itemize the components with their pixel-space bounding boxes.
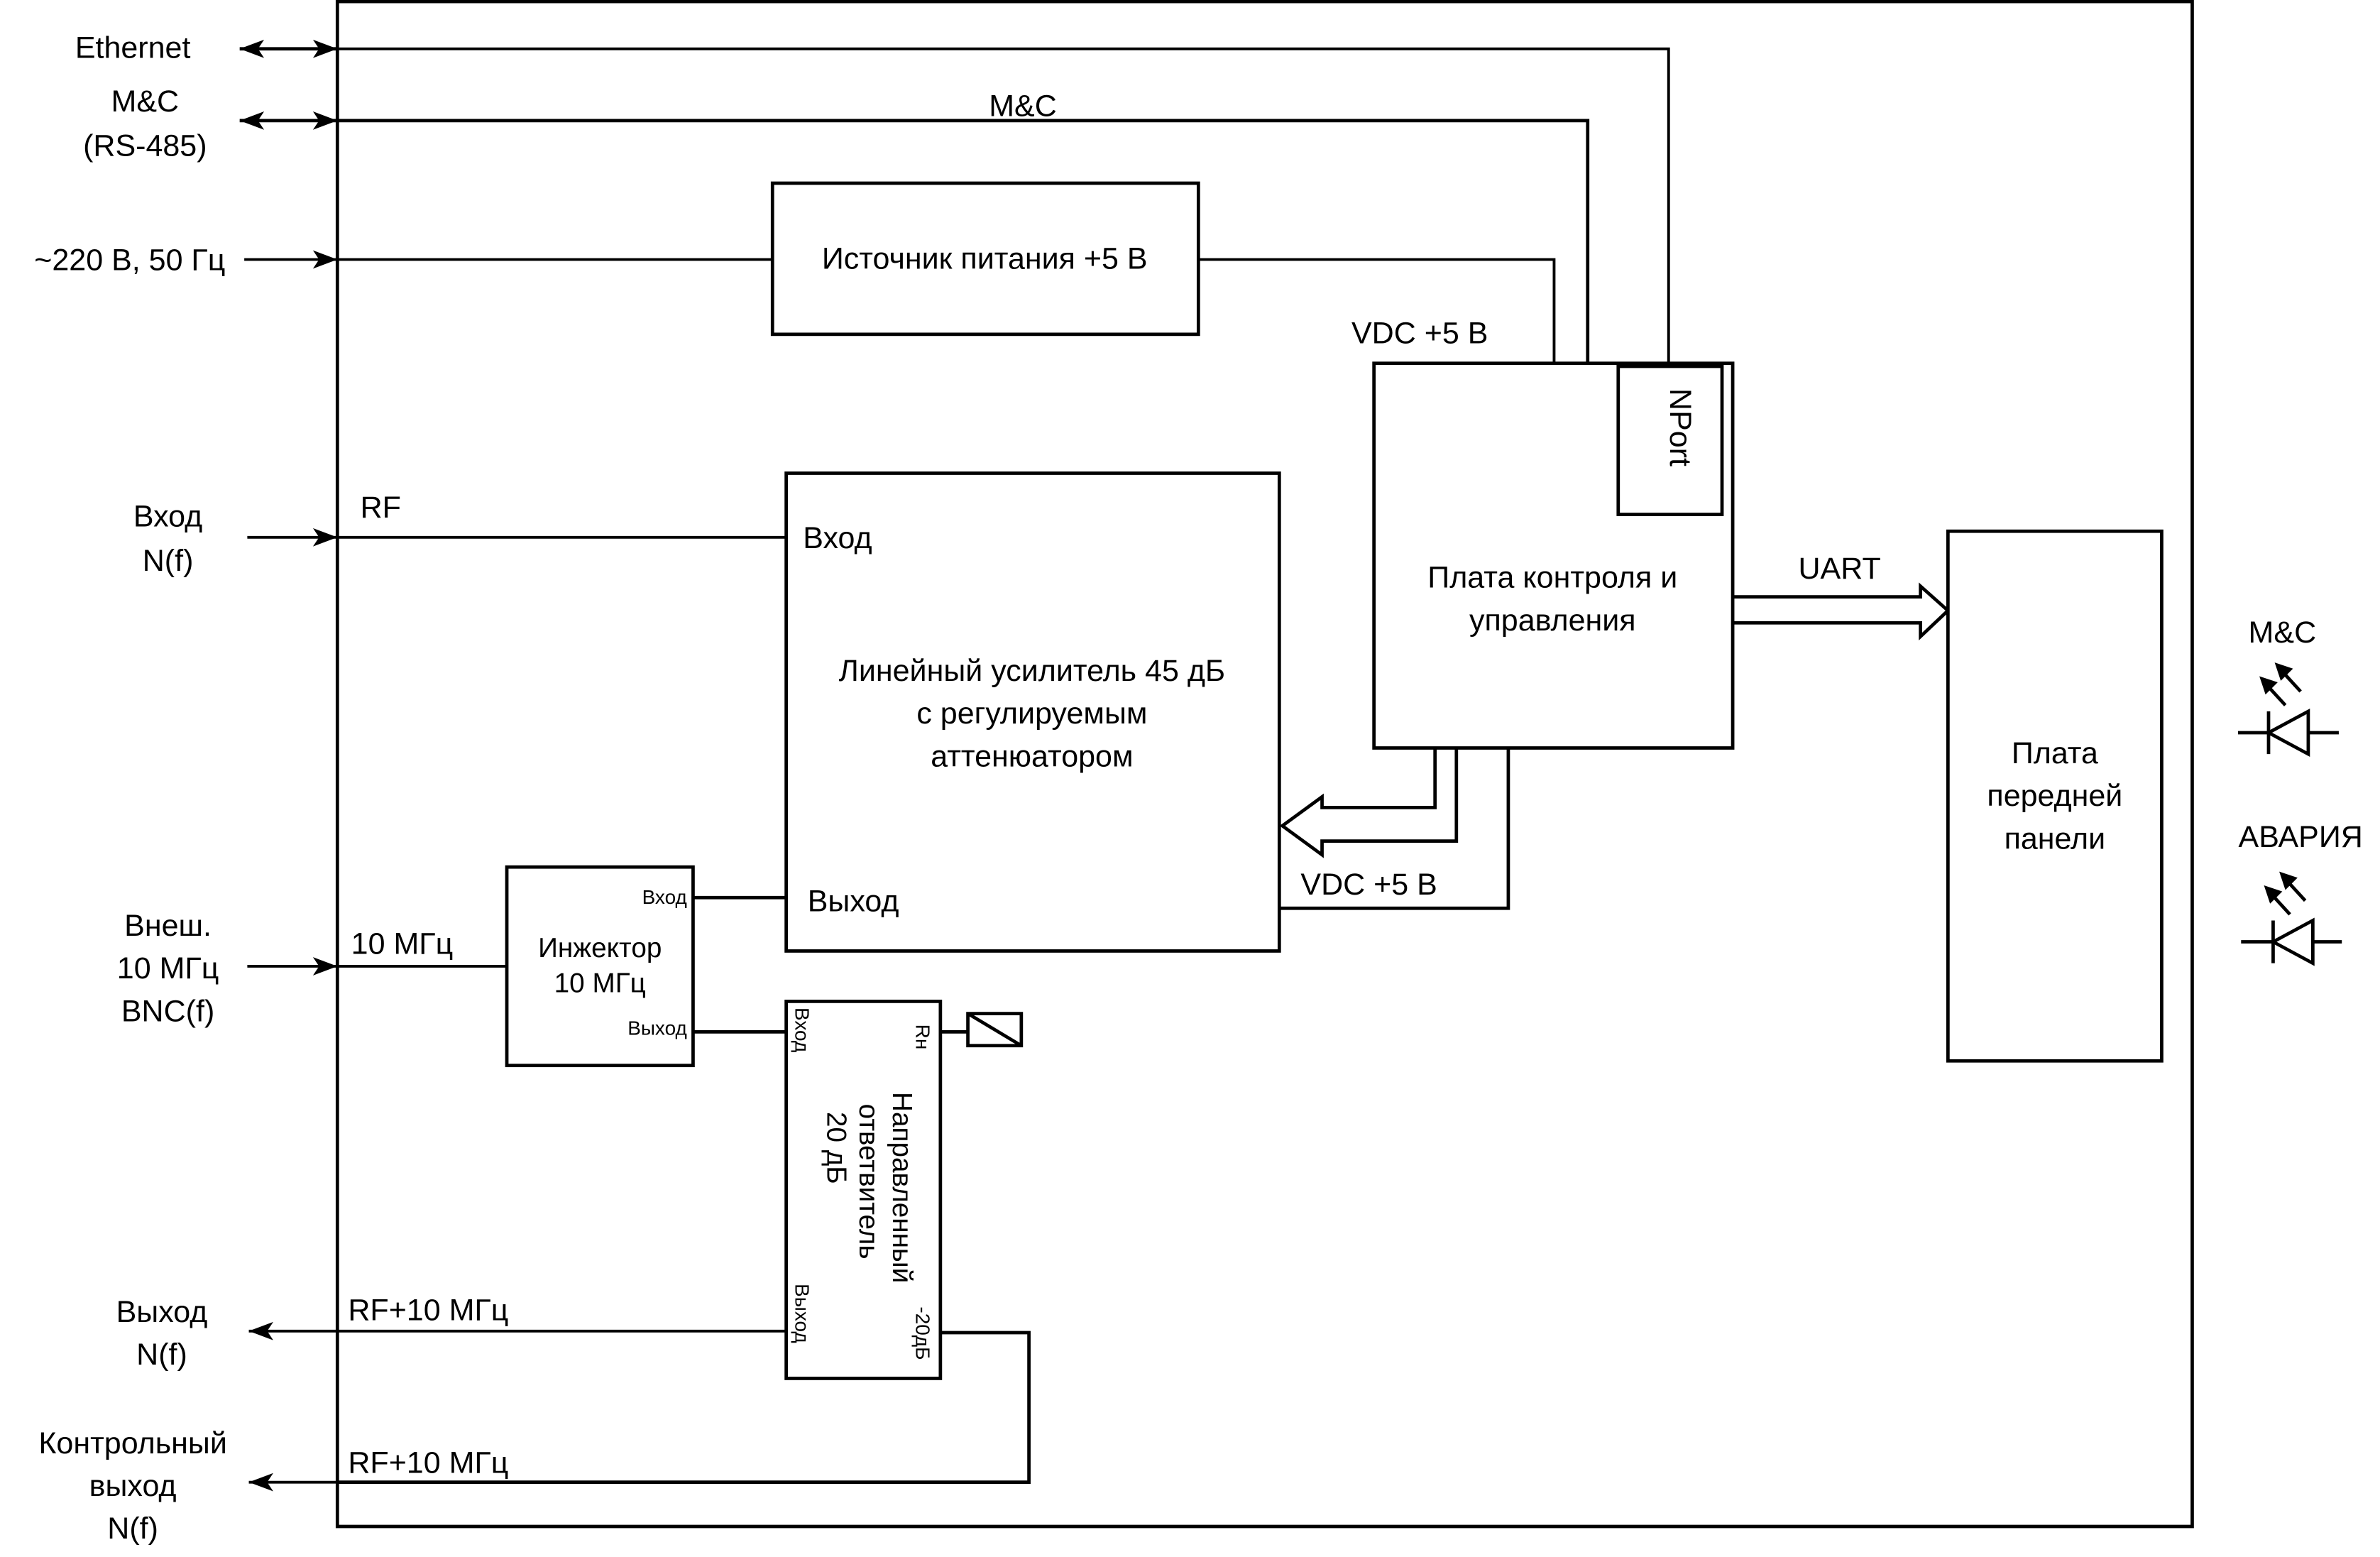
port-out-label-2: N(f) [136,1338,187,1372]
port-monitor-label-1: Контрольный [38,1426,227,1460]
vdc-top-line [1198,258,1556,364]
rf-monitor-label: RF+10 МГц [348,1446,508,1480]
device-enclosure [335,0,2194,1529]
power-supply-block [770,181,1200,337]
port-ref-in-label-3: BNC(f) [121,994,214,1028]
port-power-label: ~220 В, 50 Гц [34,244,225,278]
amplifier-title-3: аттенюатором [931,739,1133,773]
ref-10mhz-label: 10 МГц [351,927,454,961]
coupler-input-label: Вход [791,1007,813,1052]
amplifier-title-2: с регулируемым [916,696,1147,731]
port-monitor-label-2: выход [89,1469,177,1503]
coupler-load-label: Rн [911,1025,933,1050]
uart-bus-arrow [1733,582,1951,641]
injector-output-label: Выход [627,1017,687,1039]
coupler-title-2: ответвитель [853,1104,884,1260]
port-monitor-label-3: N(f) [107,1512,158,1546]
amplifier-block [784,471,1281,953]
injector-title-1: Инжектор [538,933,662,963]
mc-bus-line [337,119,1590,364]
injector-title-2: 10 МГц [554,968,646,999]
amplifier-output-label: Выход [808,885,899,919]
control-board-title-1: Плата контроля и [1427,561,1677,595]
load-resistor-diagonal [967,1012,1023,1047]
ethernet-line [337,47,1670,364]
port-rf-in-label-2: N(f) [143,544,194,578]
amplifier-input-label: Вход [803,521,872,555]
nport-label: NPort [1663,388,1697,466]
port-mc-label-1: M&C [111,84,180,119]
led-alarm-label: АВАРИЯ [2239,820,2363,854]
power-supply-label: Источник питания +5 В [822,241,1148,275]
coupler-output-label: Выход [791,1284,813,1343]
port-ethernet-label: Ethernet [75,31,191,65]
port-ref-in-label-1: Внеш. [124,909,212,943]
control-board-title-2: управления [1469,603,1636,638]
port-out-label-1: Выход [116,1295,208,1329]
port-mc-label-2: (RS-485) [83,129,207,163]
nport-module [1616,364,1724,516]
led-alarm-icon [2241,871,2342,966]
directional-coupler-block [784,1000,943,1380]
vdc-top-label: VDC +5 В [1351,317,1488,351]
led-mc-label: M&C [2249,616,2317,650]
front-panel-board-block [1946,529,2164,1063]
coupler-title-1: Направленный [887,1092,917,1283]
uart-label: UART [1798,552,1880,586]
coupler-title-3: 20 дБ [821,1112,852,1184]
front-panel-title-3: панели [2005,821,2106,856]
rf-monitor-line [337,1331,1031,1485]
rf-label: RF [361,491,401,525]
front-panel-title-2: передней [1987,779,2122,813]
injector-input-label: Вход [642,886,687,908]
vdc-bottom-line [1279,748,1510,910]
rf-out-label: RF+10 МГц [348,1294,508,1328]
mc-bus-label: M&C [989,89,1057,123]
vdc-bottom-label: VDC +5 В [1300,868,1437,902]
control-to-amplifier-bus-arrow [1279,748,1459,858]
front-panel-title-1: Плата [2012,736,2098,770]
amplifier-title-1: Линейный усилитель 45 дБ [839,654,1226,688]
coupler-tap-label: -20дБ [911,1306,933,1360]
injector-block [505,865,695,1068]
port-ref-in-label-2: 10 МГц [117,951,219,985]
led-mc-icon [2237,662,2339,758]
port-rf-in-label-1: Вход [133,500,202,534]
